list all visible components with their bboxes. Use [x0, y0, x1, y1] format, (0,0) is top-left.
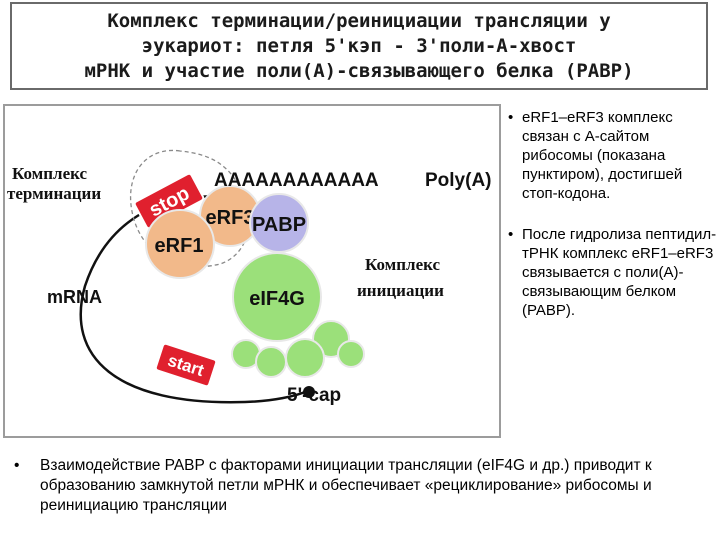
loop-diagram: stop eRF3 eRF1 PABP AAAAAAAAAAAA Poly(A)… — [3, 104, 501, 438]
pabp-label: PABP — [252, 214, 306, 236]
bottom-bullet-text: Взаимодействие PABP с факторами инициаци… — [40, 457, 652, 514]
factor-circle-4 — [285, 338, 325, 378]
slide-title: Комплекс терминации/реинициации трансляц… — [10, 2, 708, 90]
erf1-circle — [145, 209, 215, 279]
poly-a-label: Poly(A) — [425, 170, 492, 191]
factor-circle-2 — [337, 340, 365, 368]
initiation-label-1: Комплекс — [365, 255, 440, 274]
mrna-label: mRNA — [47, 287, 102, 307]
poly-a-sequence: AAAAAAAAAAAA — [214, 170, 379, 191]
factor-circle-5 — [255, 346, 287, 378]
bullet-icon: • — [14, 457, 20, 474]
eif4g-circle — [232, 252, 322, 342]
pabp-circle — [249, 193, 309, 253]
bottom-note: • Взаимодействие PABP с факторами инициа… — [14, 456, 714, 516]
eif4g-label: eIF4G — [249, 288, 305, 310]
title-line-2: эукариот: петля 5'кэп - 3'поли-А-хвост — [141, 34, 577, 57]
side-bullet-2: После гидролиза пептидил-тРНК комплекс e… — [506, 225, 718, 320]
cap-dot — [303, 386, 315, 398]
title-line-1: Комплекс терминации/реинициации трансляц… — [107, 9, 611, 32]
erf1-label: eRF1 — [155, 235, 204, 257]
cap-label: 5'-cap — [287, 385, 341, 406]
start-sign: start — [154, 342, 218, 388]
termination-label-1: Комплекс — [12, 164, 87, 183]
erf3-label: eRF3 — [206, 207, 255, 229]
side-notes: eRF1–eRF3 комплекс связан с А-сайтом риб… — [506, 108, 718, 342]
termination-label-2: терминации — [7, 184, 101, 203]
title-line-3: мРНК и участие поли(А)-связывающего белк… — [84, 59, 634, 82]
ribosome-outline — [129, 149, 250, 268]
diagram-canvas: stop eRF3 eRF1 PABP AAAAAAAAAAAA Poly(A)… — [7, 149, 492, 406]
initiation-label-2: инициации — [357, 281, 444, 300]
side-bullet-1: eRF1–eRF3 комплекс связан с А-сайтом риб… — [506, 108, 718, 203]
